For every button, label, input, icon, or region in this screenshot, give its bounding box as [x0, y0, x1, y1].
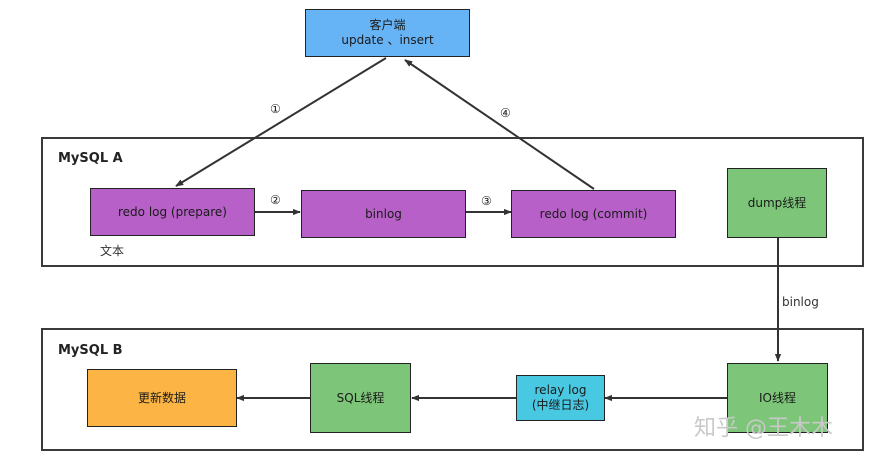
- binlog-edge-label: binlog: [782, 295, 819, 309]
- relay-log-line2: (中继日志): [531, 398, 590, 412]
- io-thread-node: IO线程: [727, 363, 828, 433]
- dump-thread-label: dump线程: [747, 195, 807, 210]
- binlog-label: binlog: [365, 206, 402, 221]
- client-title: 客户端: [369, 18, 406, 32]
- edge-redo-commit-to-client: [404, 59, 595, 190]
- mysql-a-group: [41, 137, 864, 267]
- edge-client-to-redo-prepare: [175, 57, 387, 187]
- watermark-text: 知乎 @王木木: [694, 416, 833, 441]
- dump-thread-node: dump线程: [727, 168, 827, 238]
- step-2-marker: ②: [270, 193, 281, 207]
- redo-log-commit-label: redo log (commit): [539, 206, 648, 221]
- step-4-marker: ④: [500, 106, 511, 120]
- update-data-node: 更新数据: [87, 369, 237, 427]
- io-thread-label: IO线程: [759, 390, 796, 405]
- relay-log-node: relay log (中继日志): [516, 375, 605, 421]
- mysql-a-title: MySQL A: [58, 151, 123, 166]
- text-note: 文本: [100, 244, 125, 258]
- sql-thread-node: SQL线程: [310, 363, 411, 433]
- step-1-marker: ①: [270, 102, 281, 116]
- client-node: 客户端 update 、insert: [305, 9, 470, 57]
- mysql-b-group: [41, 328, 864, 451]
- sql-thread-label: SQL线程: [336, 390, 385, 405]
- step-3-marker: ③: [481, 194, 492, 208]
- update-data-label: 更新数据: [137, 390, 186, 405]
- redo-log-prepare-label: redo log (prepare): [118, 204, 227, 219]
- relay-log-line1: relay log: [534, 383, 587, 397]
- redo-log-commit-node: redo log (commit): [511, 190, 676, 238]
- client-subtitle: update 、insert: [341, 33, 434, 47]
- mysql-b-title: MySQL B: [58, 343, 123, 358]
- binlog-node: binlog: [301, 190, 466, 238]
- redo-log-prepare-node: redo log (prepare): [90, 188, 255, 236]
